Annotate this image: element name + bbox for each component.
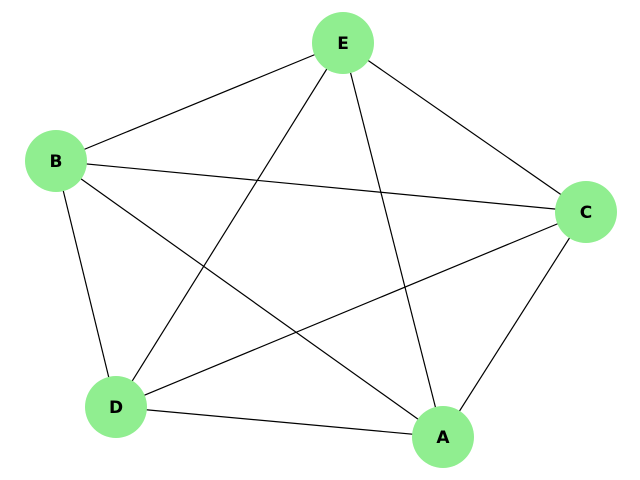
node-label-B: B [50, 152, 63, 172]
edge-E-D [115, 42, 344, 408]
edge-D-A [115, 406, 444, 438]
graph-node-E: E [312, 12, 374, 74]
node-label-C: C [580, 203, 592, 223]
edge-E-B [55, 42, 344, 162]
edge-C-D [115, 211, 587, 408]
node-label-A: A [436, 428, 450, 448]
node-circle-B [25, 130, 87, 192]
node-label-D: D [109, 398, 123, 418]
edge-B-C [55, 160, 587, 213]
edge-E-A [342, 42, 444, 438]
node-circle-C [555, 181, 617, 243]
graph-node-C: C [555, 181, 617, 243]
graph-node-B: B [25, 130, 87, 192]
edge-E-C [342, 42, 587, 213]
node-circle-E [312, 12, 374, 74]
node-layer: A B C D E [25, 12, 617, 468]
edge-layer [55, 42, 587, 438]
edge-B-D [55, 160, 117, 408]
node-circle-D [85, 376, 147, 438]
edge-B-A [55, 160, 444, 438]
graph-node-A: A [412, 406, 474, 468]
node-circle-A [412, 406, 474, 468]
edge-C-A [442, 211, 587, 438]
node-label-E: E [337, 34, 349, 54]
graph-node-D: D [85, 376, 147, 438]
